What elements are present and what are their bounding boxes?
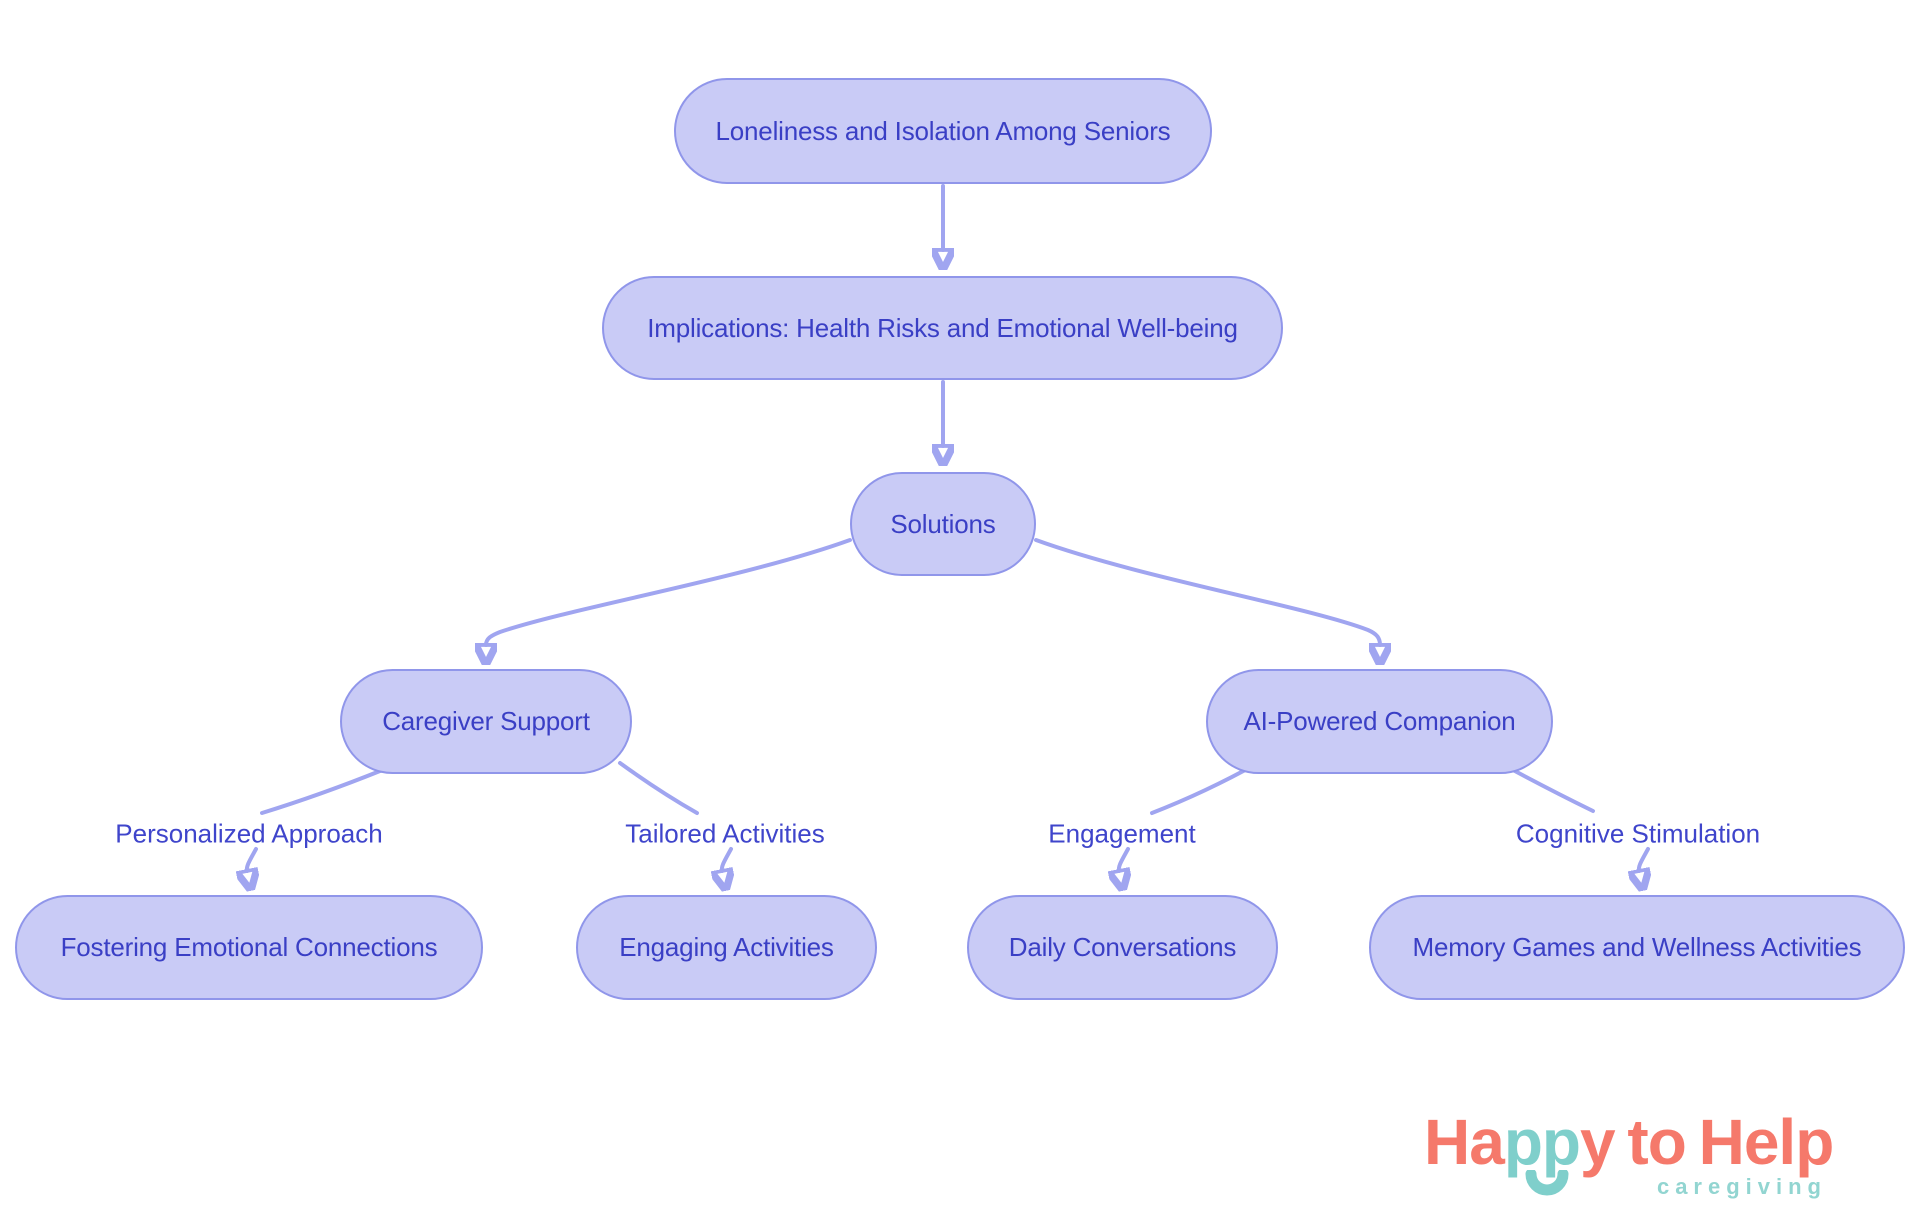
logo-text-help: Help — [1698, 1106, 1835, 1178]
logo-text-pp: pp — [1503, 1106, 1581, 1178]
logo-text-ha: Ha — [1424, 1106, 1505, 1178]
node-caregiver-support: Caregiver Support — [340, 669, 632, 774]
node-loneliness-isolation: Loneliness and Isolation Among Seniors — [674, 78, 1212, 184]
edge-solutions-to-caregiver — [486, 538, 852, 645]
edge-tailored-label-to-engaging — [722, 847, 731, 871]
node-solutions: Solutions — [850, 472, 1036, 576]
edge-label-tailored-activities: Tailored Activities — [625, 818, 825, 849]
edge-label-cognitive-stimulation: Cognitive Stimulation — [1515, 818, 1761, 849]
node-implications: Implications: Health Risks and Emotional… — [602, 276, 1283, 380]
edge-label-engagement: Engagement — [1048, 818, 1196, 849]
logo-text-to: to — [1627, 1106, 1686, 1178]
node-fostering-emotional-connections: Fostering Emotional Connections — [15, 895, 483, 1000]
edge-label-personalized-approach: Personalized Approach — [115, 818, 383, 849]
edge-caregiver-to-tailored-label — [618, 761, 699, 815]
edge-cognitive-label-to-memory — [1639, 847, 1648, 871]
node-ai-powered-companion: AI-Powered Companion — [1206, 669, 1553, 774]
logo-text-y: y — [1580, 1106, 1616, 1178]
node-daily-conversations: Daily Conversations — [967, 895, 1278, 1000]
node-engaging-activities: Engaging Activities — [576, 895, 877, 1000]
edge-personalized-label-to-fostering — [247, 847, 256, 871]
logo-tagline: caregiving — [1656, 1174, 1827, 1199]
edge-solutions-to-ai — [1034, 538, 1380, 645]
node-memory-games-wellness: Memory Games and Wellness Activities — [1369, 895, 1905, 1000]
smile-icon — [1525, 1170, 1569, 1196]
edge-engagement-label-to-daily — [1119, 847, 1128, 871]
